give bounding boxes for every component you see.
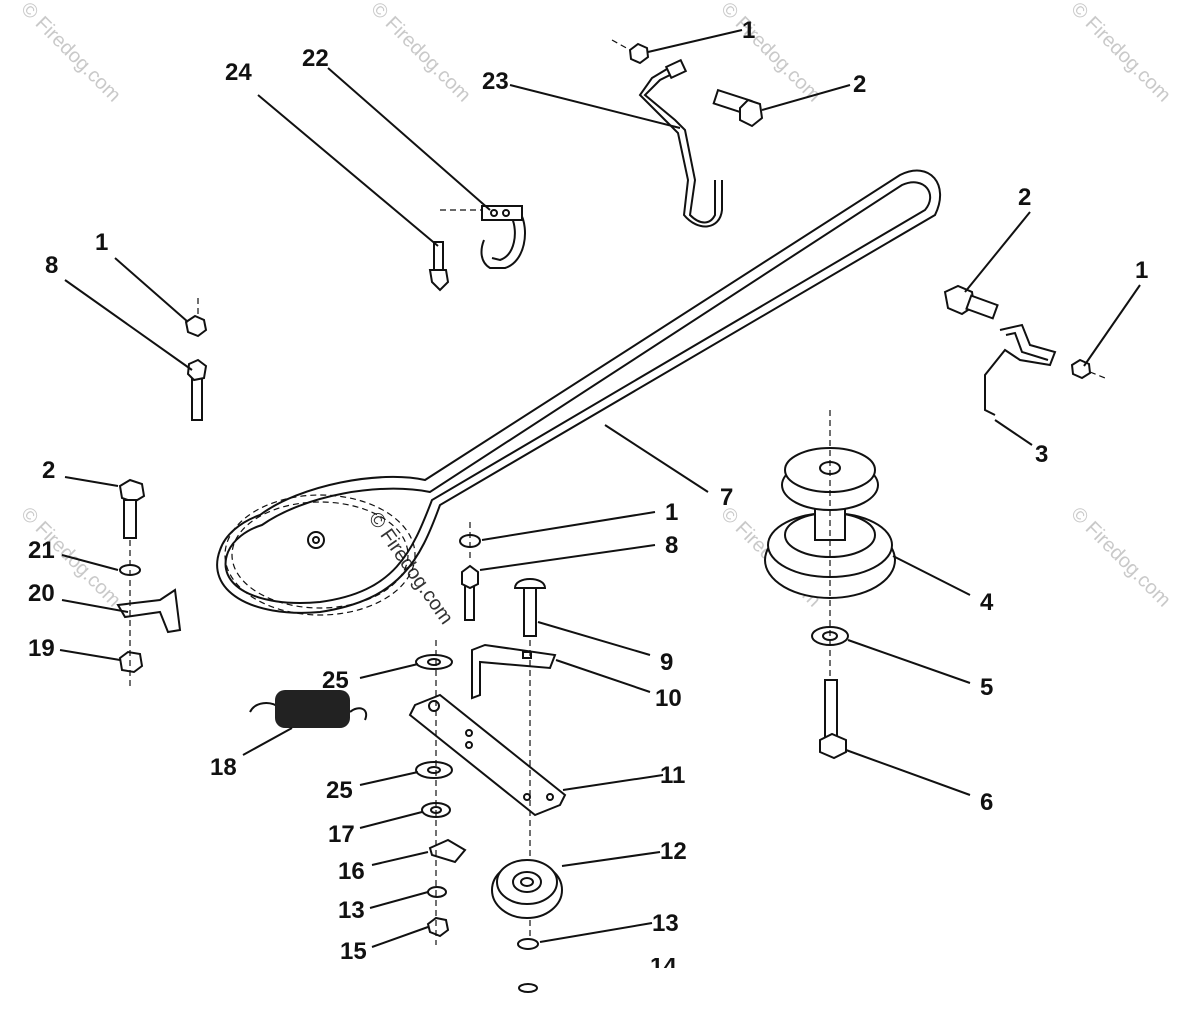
callout-10: 10 xyxy=(655,685,682,712)
callout-18: 18 xyxy=(210,754,237,781)
callout-6: 6 xyxy=(980,789,993,816)
callout-12: 12 xyxy=(660,838,687,865)
callout-2: 2 xyxy=(42,457,55,484)
callout-5: 5 xyxy=(980,674,993,701)
watermark-center: © Firedog.com xyxy=(364,508,457,628)
callout-16: 16 xyxy=(338,858,365,885)
callout-1: 1 xyxy=(742,17,755,44)
belt-guide-23 xyxy=(628,42,764,228)
watermark-7: © Firedog.com xyxy=(1066,503,1175,612)
callout-11: 11 xyxy=(660,762,685,789)
nut-icon xyxy=(628,42,650,65)
callout-14: 14 xyxy=(650,953,677,980)
axis-lines xyxy=(129,39,1106,945)
watermarks: © Firedog.com © Firedog.com © Firedog.co… xyxy=(16,0,1175,629)
belt xyxy=(216,169,941,616)
spring-18 xyxy=(249,690,368,728)
callout-labels: 1 2 23 22 24 2 1 3 1 8 7 4 5 6 2 21 20 1… xyxy=(28,17,1148,980)
bracket-22 xyxy=(440,205,526,269)
callout-2: 2 xyxy=(1018,184,1031,211)
watermark-2: © Firedog.com xyxy=(366,0,475,106)
callout-13: 13 xyxy=(338,897,365,924)
bolt-24 xyxy=(428,241,450,292)
drive-pulley-4 xyxy=(764,410,896,760)
callout-25: 25 xyxy=(322,667,349,694)
callout-3: 3 xyxy=(1035,441,1048,468)
callout-8: 8 xyxy=(665,532,678,559)
watermark-3: © Firedog.com xyxy=(716,0,825,106)
callout-24: 24 xyxy=(225,59,252,86)
leader-lines xyxy=(59,29,1141,948)
watermark-1: © Firedog.com xyxy=(16,0,125,106)
callout-2: 2 xyxy=(853,71,866,98)
callout-13: 13 xyxy=(652,910,679,937)
callout-23: 23 xyxy=(482,68,509,95)
callout-20: 20 xyxy=(28,580,55,607)
callout-15: 15 xyxy=(340,938,367,965)
idler-pulley-12 xyxy=(491,859,563,993)
callout-17: 17 xyxy=(328,821,355,848)
callout-8: 8 xyxy=(45,252,58,279)
callout-1: 1 xyxy=(665,499,678,526)
bolt-icon xyxy=(712,88,764,128)
belt-guide-3 xyxy=(943,284,1092,416)
watermark-4: © Firedog.com xyxy=(1066,0,1175,106)
callout-22: 22 xyxy=(302,45,329,72)
callout-1: 1 xyxy=(95,229,108,256)
callout-25: 25 xyxy=(326,777,353,804)
callout-19: 19 xyxy=(28,635,55,662)
callout-7: 7 xyxy=(720,484,733,511)
idler-arm-stack xyxy=(408,654,567,938)
callout-4: 4 xyxy=(980,589,994,616)
stud-8-left xyxy=(184,314,208,421)
callout-9: 9 xyxy=(660,649,673,676)
bolt-icon-right xyxy=(943,284,999,320)
left-stack xyxy=(116,478,182,674)
callout-1: 1 xyxy=(1135,257,1148,284)
callout-21: 21 xyxy=(28,537,55,564)
